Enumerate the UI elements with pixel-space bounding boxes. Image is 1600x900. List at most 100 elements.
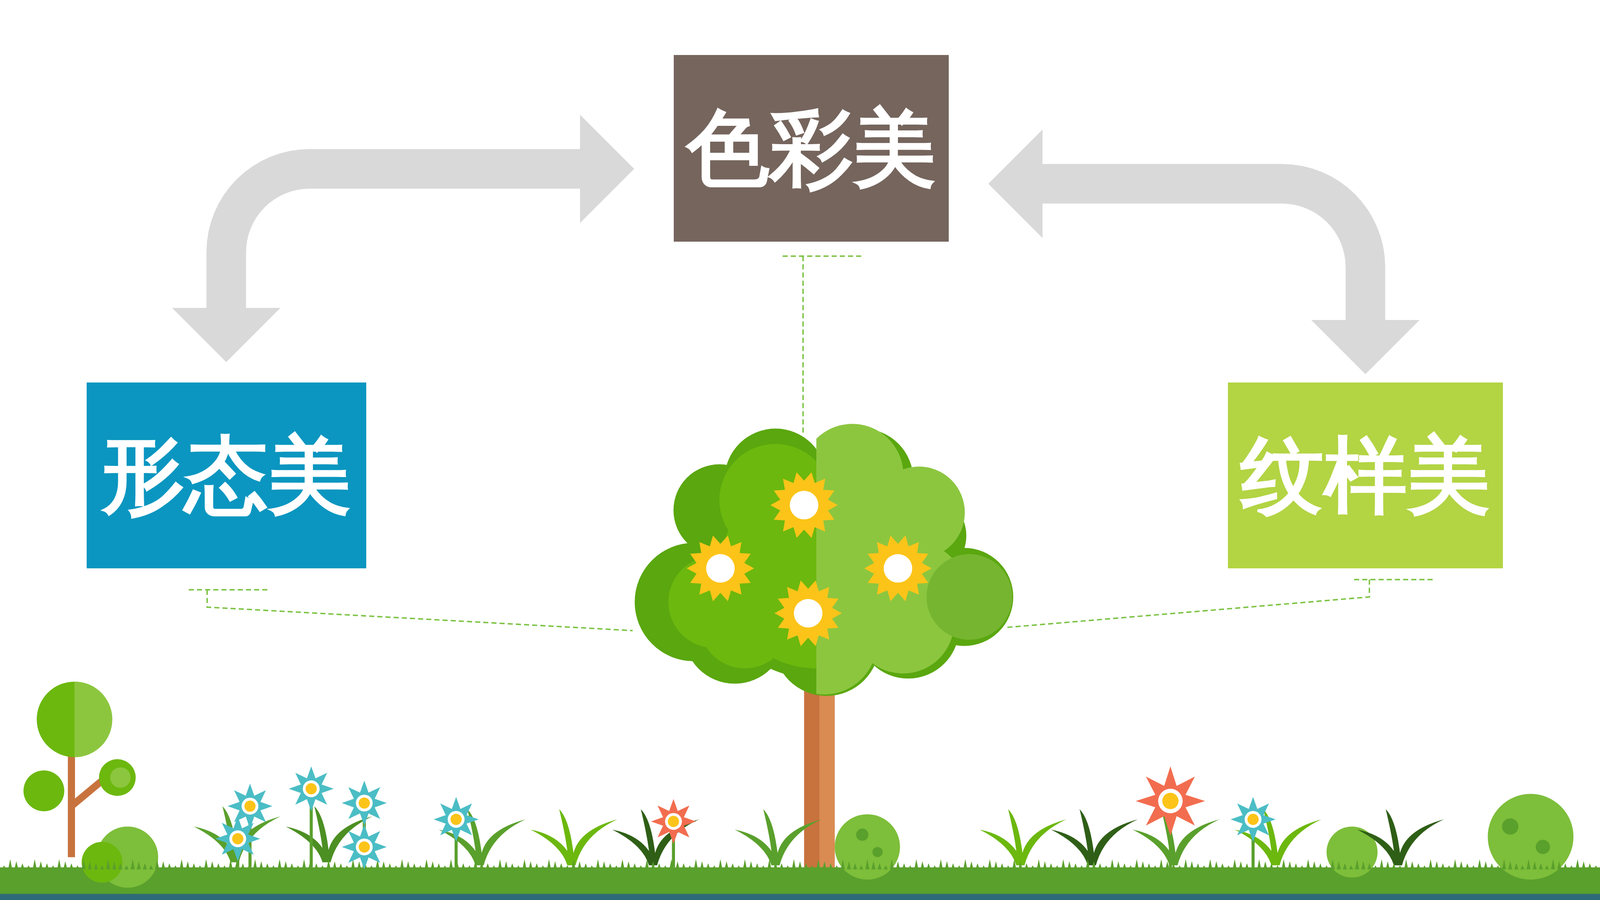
- grass-blade: [1428, 859, 1433, 870]
- grass-blade: [1434, 861, 1439, 870]
- grass-blade: [552, 861, 558, 870]
- grass-blade: [1293, 863, 1298, 870]
- grass-blade: [1508, 861, 1513, 870]
- grass-blade: [1208, 859, 1213, 870]
- flower: [774, 580, 843, 647]
- grass-blade: [449, 859, 454, 870]
- grass-blade: [681, 863, 686, 870]
- grass-blade: [602, 861, 607, 870]
- grass-blade: [197, 865, 203, 870]
- grass-blade: [797, 861, 803, 870]
- grass-blade: [63, 861, 68, 870]
- grass-blade: [1055, 865, 1060, 870]
- grass-blade: [155, 859, 160, 870]
- grass-blade: [50, 865, 55, 870]
- grass-blade: [277, 859, 282, 870]
- grass-blade: [106, 859, 111, 870]
- flower-ring: [665, 812, 682, 830]
- grass-blade: [461, 863, 466, 870]
- grass-blade: [222, 865, 227, 870]
- grass-blade: [1477, 859, 1482, 870]
- grass-blade: [1538, 863, 1543, 870]
- grass-blade: [1575, 859, 1580, 870]
- grass-blade: [20, 863, 25, 870]
- grass-blade: [650, 861, 655, 870]
- grass-blade: [1532, 861, 1537, 870]
- grass-blade: [657, 863, 662, 870]
- flower-center: [1247, 813, 1259, 825]
- grass-blade: [14, 861, 19, 870]
- grass-blade: [436, 863, 441, 870]
- grass-blade: [522, 859, 527, 870]
- tree-flowers: [686, 472, 932, 646]
- grass-blade: [926, 863, 931, 870]
- flower-center: [883, 554, 913, 583]
- flower-center: [244, 800, 256, 812]
- grass-blade: [1122, 863, 1127, 870]
- grass-blade: [877, 863, 882, 870]
- grass-blade: [932, 865, 937, 870]
- flower-ring: [302, 780, 320, 798]
- grass-blade: [1581, 861, 1586, 870]
- grass-blade: [1097, 863, 1103, 870]
- grass-blade: [442, 865, 448, 870]
- grass-blade: [497, 859, 503, 870]
- flower-ring: [229, 830, 246, 848]
- grass-blade: [173, 865, 178, 870]
- grass-blade: [87, 861, 93, 870]
- grass-blade: [57, 859, 62, 870]
- grass-blade: [749, 861, 754, 870]
- grass-blade: [1140, 861, 1145, 870]
- grass-blade: [504, 861, 509, 870]
- flower-center: [790, 490, 819, 520]
- grass-blade: [890, 859, 895, 870]
- grass-blade: [1349, 865, 1354, 870]
- grass-blade: [1557, 861, 1562, 870]
- grass-blade: [38, 861, 43, 870]
- flower-center: [305, 783, 317, 795]
- grass-blade: [1410, 861, 1415, 870]
- grass-blade: [638, 865, 643, 870]
- leader-line: [188, 590, 633, 631]
- grass-blade: [1287, 861, 1293, 870]
- flower-center: [358, 841, 370, 853]
- grass-blade: [314, 863, 319, 870]
- grass-blade: [871, 861, 876, 870]
- grass-blade: [1232, 859, 1237, 870]
- grass-blade: [467, 865, 472, 870]
- grass-blade: [1171, 863, 1176, 870]
- grass-blade: [834, 865, 839, 870]
- grass-blade: [1263, 861, 1268, 870]
- grass-blade: [149, 865, 154, 870]
- flower-center: [667, 815, 680, 828]
- grass-blade: [1502, 859, 1507, 870]
- grass-blade: [577, 861, 582, 870]
- grass-blade: [491, 865, 496, 870]
- grass-blade: [712, 865, 717, 870]
- grass-blade: [608, 863, 613, 870]
- grass-blade: [626, 861, 631, 870]
- grass-blade: [590, 865, 595, 870]
- grass-blade: [1073, 863, 1078, 870]
- grass-blade: [1152, 865, 1158, 870]
- grass-tuft: [193, 806, 281, 863]
- flower-ring: [447, 810, 465, 828]
- grass-blade: [424, 859, 429, 870]
- grass-blade: [1226, 865, 1231, 870]
- grass-blade: [675, 861, 680, 870]
- grass-blade: [1183, 859, 1188, 870]
- grass-blade: [400, 859, 405, 870]
- double-arrow: [1042, 183, 1366, 320]
- grass-blade: [1440, 863, 1445, 870]
- grass-blade: [559, 863, 564, 870]
- grass-blade: [1483, 861, 1488, 870]
- grass-blade: [816, 859, 821, 870]
- grass-blade: [130, 859, 135, 870]
- double-arrow: [226, 168, 580, 308]
- grass-blade: [381, 861, 386, 870]
- grass-blade: [2, 865, 7, 870]
- flower: [341, 824, 387, 870]
- grass-blade: [204, 859, 209, 870]
- grass-blade: [1318, 863, 1323, 870]
- grass-blade: [1361, 861, 1366, 870]
